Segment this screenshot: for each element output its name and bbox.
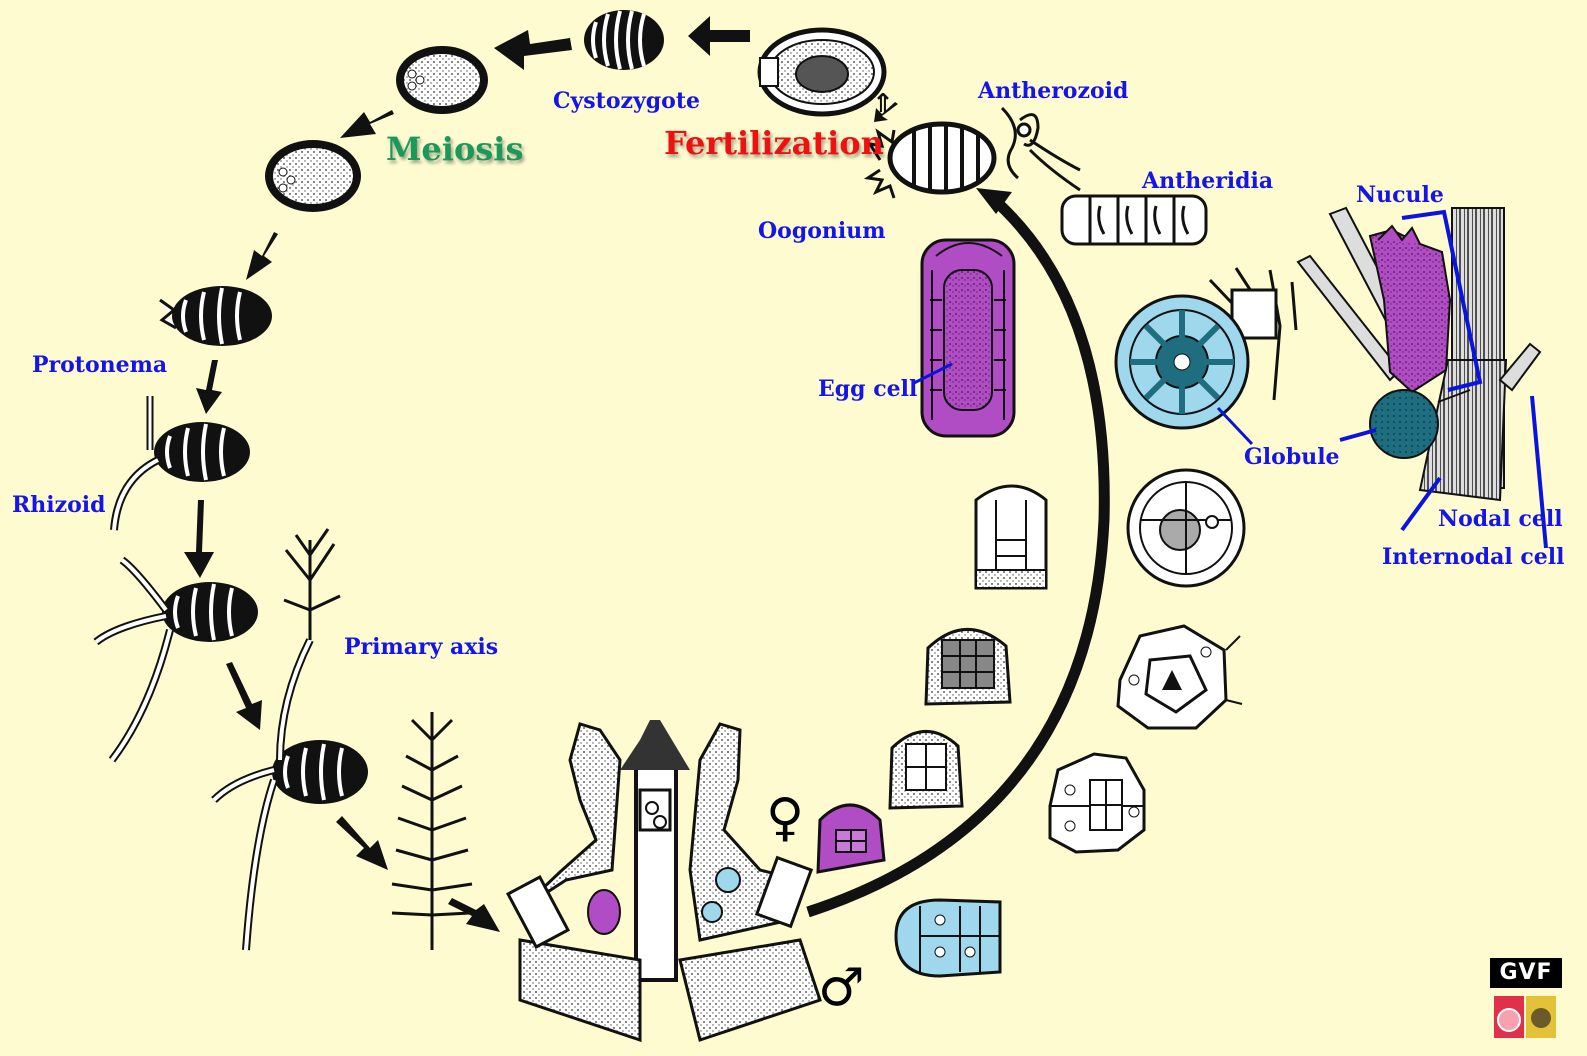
germinating-zygote-2 xyxy=(114,396,250,530)
antherozoid-sperm xyxy=(1002,108,1080,190)
label-nodal-cell: Nodal cell xyxy=(1438,506,1563,532)
label-internodal-cell: Internodal cell xyxy=(1382,544,1564,570)
label-oogonium: Oogonium xyxy=(758,218,886,244)
germinating-zygote-3 xyxy=(96,560,258,760)
label-egg-cell: Egg cell xyxy=(818,376,917,402)
antheridium-stage-2 xyxy=(1118,626,1242,728)
branch-apex-section xyxy=(508,720,820,1040)
oogonium-stage-3 xyxy=(926,629,1010,704)
antheridium-stage-4 xyxy=(896,900,1000,976)
female-symbol: ♀ xyxy=(766,792,804,844)
label-meiosis: Meiosis xyxy=(386,130,523,168)
antheridium-stage-3 xyxy=(1050,754,1144,852)
oogonium-at-fertilization xyxy=(868,124,994,198)
mature-oogonium-egg xyxy=(922,240,1014,436)
oogonium-stage-1 xyxy=(818,805,884,872)
svg-text:⇑: ⇑ xyxy=(872,89,894,119)
label-protonema: Protonema xyxy=(32,352,167,378)
oospore-fertilized xyxy=(760,30,884,114)
label-antherozoid: Antherozoid xyxy=(978,78,1128,104)
label-fertilization: Fertilization xyxy=(664,124,884,162)
label-globule: Globule xyxy=(1244,444,1340,470)
zygote-meiosis-2 xyxy=(265,140,361,212)
label-antheridia: Antheridia xyxy=(1142,168,1273,194)
antheridium-stage-1 xyxy=(1128,470,1244,586)
gvf-logo: GVF xyxy=(1490,958,1562,988)
label-rhizoid: Rhizoid xyxy=(12,492,106,518)
oogonium-stage-2 xyxy=(890,731,962,808)
germinating-zygote-1 xyxy=(160,286,272,346)
male-symbol: ♂ xyxy=(818,962,865,1014)
globule-pointer xyxy=(1218,408,1252,444)
zygote-meiosis-1 xyxy=(396,46,488,114)
young-chara-plant xyxy=(392,712,472,950)
globule-antheridium xyxy=(1116,268,1296,428)
label-nucule: Nucule xyxy=(1356,182,1444,208)
cystozygote-shell xyxy=(584,10,664,70)
oogonium-stage-4 xyxy=(976,486,1046,588)
label-primary-axis: Primary axis xyxy=(344,634,498,660)
antheridial-filament xyxy=(1062,196,1206,244)
gvf-badge-icon xyxy=(1494,996,1556,1038)
label-cystozygote: Cystozygote xyxy=(553,88,700,114)
